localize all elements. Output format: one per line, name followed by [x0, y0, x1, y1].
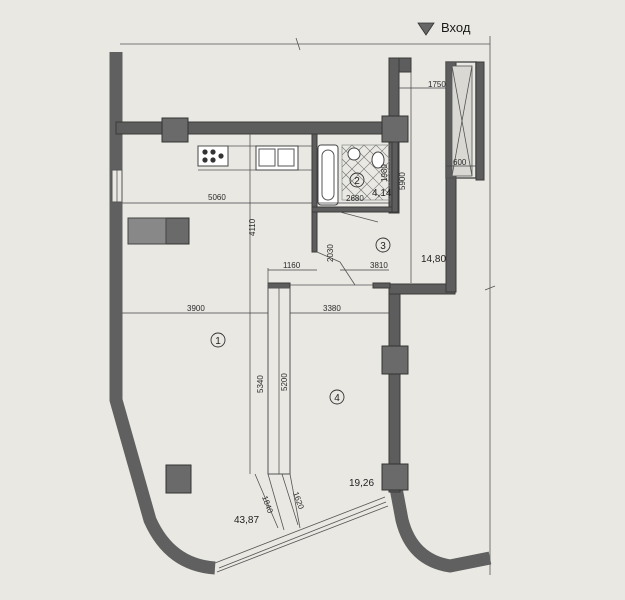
- room-2-area: 4,14: [372, 188, 392, 199]
- dim-600: 600: [453, 158, 467, 167]
- dim-2030: 2030: [326, 244, 335, 262]
- dimension-labels: 1750 600 5900 1980 2680 5060 4110 2030 1…: [187, 80, 467, 515]
- columns: [161, 115, 409, 494]
- column-mid-left: [164, 217, 190, 245]
- dim-5900: 5900: [398, 172, 407, 190]
- entrance-label: Вход: [441, 20, 471, 35]
- fixtures: [127, 144, 391, 245]
- dim-1750: 1750: [428, 80, 446, 89]
- bathtub-icon: [317, 144, 339, 206]
- column-top-left: [161, 117, 189, 143]
- entrance-marker: Вход: [417, 20, 471, 36]
- column-mid-right: [381, 345, 409, 375]
- room-4-area: 19,26: [349, 478, 374, 489]
- dim-4110: 4110: [248, 218, 257, 236]
- room-1-number: 1: [215, 336, 221, 347]
- room-1-area: 43,87: [234, 515, 259, 526]
- column-bottom-left: [165, 464, 192, 494]
- outer-guide-lines: [120, 36, 496, 575]
- column-bottom-right: [381, 463, 409, 491]
- kitchen-island: [127, 217, 167, 245]
- dim-2680: 2680: [346, 194, 364, 203]
- toilet-icon: [371, 151, 385, 169]
- dim-1160: 1160: [283, 261, 301, 270]
- washbasin-icon: [347, 147, 361, 161]
- dim-3810: 3810: [370, 261, 388, 270]
- dim-3900: 3900: [187, 304, 205, 313]
- column-top-right: [381, 115, 409, 143]
- room-3-area: 14,80: [421, 254, 446, 265]
- dim-5340: 5340: [256, 375, 265, 393]
- interior-walls: [249, 133, 399, 531]
- dimension-lines: [122, 72, 476, 529]
- dim-3380: 3380: [323, 304, 341, 313]
- left-window: [111, 169, 123, 203]
- room-2-number: 2: [354, 176, 360, 187]
- dim-1980: 1980: [380, 164, 389, 182]
- room-3-number: 3: [380, 241, 386, 252]
- entrance-arrow-icon: [417, 22, 435, 36]
- dim-5060: 5060: [208, 193, 226, 202]
- room-markers: 1 43,87 2 4,14 3 14,80 4 19,26: [210, 172, 446, 526]
- dim-5200: 5200: [280, 373, 289, 391]
- room-4-number: 4: [334, 393, 340, 404]
